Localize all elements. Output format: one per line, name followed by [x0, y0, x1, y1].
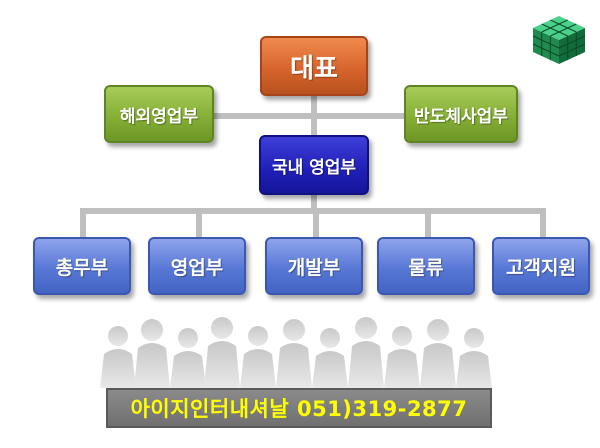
dept-development-box: 개발부: [265, 237, 363, 295]
dept-customer-support-box: 고객지원: [492, 237, 590, 295]
semiconductor-sales-box: 반도체사업부: [404, 85, 518, 143]
contact-text: 아이지인터내셔날 051)319-2877: [130, 397, 468, 421]
dept-logistics-box: 물류: [377, 237, 475, 295]
connector-domestic-vertical: [311, 193, 317, 210]
crowd-silhouette-icon: [100, 317, 492, 388]
overseas-sales-box: 해외영업부: [104, 85, 214, 143]
domestic-sales-box: 국내 영업부: [259, 135, 369, 195]
connector-dept-3: [313, 208, 319, 238]
dept-sales-box: 영업부: [148, 237, 246, 295]
green-cube-icon: [532, 16, 586, 64]
ceo-box: 대표: [260, 36, 368, 96]
connector-dept-1: [80, 208, 86, 238]
dept-general-affairs-box: 총무부: [33, 237, 131, 295]
connector-dept-2: [196, 208, 202, 238]
connector-dept-5: [540, 208, 546, 238]
contact-banner: 아이지인터내셔날 051)319-2877: [106, 388, 492, 428]
connector-division-horizontal: [212, 113, 406, 119]
connector-dept-4: [425, 208, 431, 238]
